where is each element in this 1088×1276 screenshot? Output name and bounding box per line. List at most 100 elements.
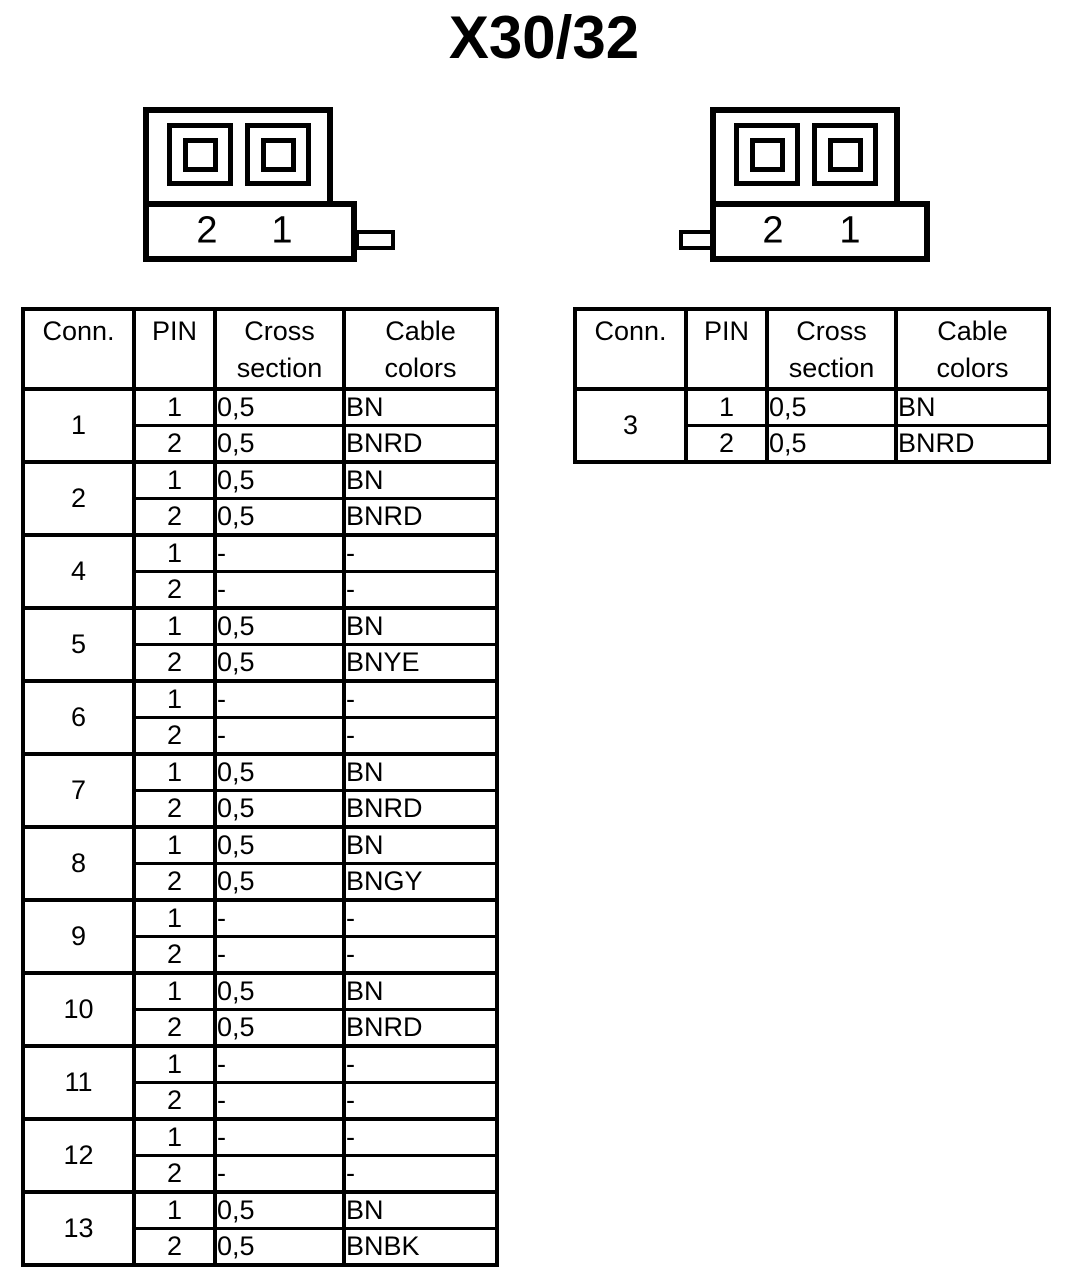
cross-section-cell: 0,5 (213, 862, 346, 902)
pin-number-cell: 1 (132, 606, 217, 646)
cross-section-cell: 0,5 (213, 789, 346, 829)
pin-number-cell: 1 (132, 752, 217, 792)
pin-number-cell: 1 (132, 1044, 217, 1084)
cross-section-cell: 0,5 (765, 387, 898, 427)
col-header-conn: Conn. (573, 307, 688, 391)
connector-housing (143, 107, 333, 207)
page-title: X30/32 (448, 4, 640, 71)
cross-section-cell: 0,5 (213, 460, 346, 500)
pin-number-label: 2 (196, 208, 218, 251)
pin-contact-icon (827, 137, 863, 172)
cable-color-cell: BNRD (342, 789, 499, 829)
pin-row: 2-- (23, 570, 499, 610)
pin-number-label: 1 (839, 208, 861, 251)
cross-section-cell: 0,5 (213, 497, 346, 537)
cross-section-cell: 0,5 (213, 1008, 346, 1048)
conn-number-cell: 6 (21, 679, 136, 756)
col-header-pin: PIN (132, 307, 217, 391)
pin-cavity-2-icon (167, 123, 233, 186)
cross-section-cell: - (213, 1081, 346, 1121)
conn-number-cell: 12 (21, 1117, 136, 1194)
cable-color-cell: - (342, 716, 499, 756)
cable-color-cell: - (342, 898, 499, 938)
cable-color-cell: - (342, 1117, 499, 1157)
table-header-row: Conn. PIN Cross section Cable colors (21, 307, 499, 391)
cable-color-cell: BNBK (342, 1227, 499, 1267)
pin-contact-icon (749, 137, 785, 172)
pin-number-cell: 2 (132, 862, 217, 902)
cable-color-cell: BNYE (342, 643, 499, 683)
conn-number-cell: 13 (21, 1190, 136, 1267)
cross-section-cell: 0,5 (213, 752, 346, 792)
cross-section-cell: 0,5 (213, 606, 346, 646)
cable-color-cell: BN (342, 387, 499, 427)
pin-contact-icon (182, 137, 218, 172)
cable-color-cell: - (342, 570, 499, 610)
conn-number-cell: 2 (21, 460, 136, 537)
col-header-pin: PIN (684, 307, 769, 391)
cable-color-cell: - (342, 679, 499, 719)
connector-diagram-right: 2 1 (679, 107, 979, 272)
cross-section-cell: 0,5 (213, 971, 346, 1011)
conn-number-cell: 7 (21, 752, 136, 829)
cable-color-cell: BN (342, 460, 499, 500)
pin-row: 2-- (23, 1154, 499, 1194)
pin-number-cell: 2 (132, 497, 217, 537)
cable-color-cell: BN (342, 1190, 499, 1230)
connector-tab (355, 230, 395, 250)
cross-section-cell: 0,5 (213, 424, 346, 464)
connector-base: 2 1 (143, 201, 357, 262)
cable-color-cell: - (342, 935, 499, 975)
pin-number-cell: 2 (132, 643, 217, 683)
cross-section-cell: - (213, 1117, 346, 1157)
pin-number-cell: 1 (132, 898, 217, 938)
conn-number-cell: 8 (21, 825, 136, 902)
pin-number-cell: 2 (132, 1081, 217, 1121)
pin-number-label: 1 (271, 208, 293, 251)
conn-number-cell: 3 (573, 387, 688, 464)
pin-cavity-2-icon (734, 123, 800, 186)
cable-color-cell: BNGY (342, 862, 499, 902)
cable-color-cell: - (342, 1154, 499, 1194)
connector-tab (679, 230, 714, 250)
cable-color-cell: BN (342, 825, 499, 865)
connector-base: 2 1 (710, 201, 930, 262)
pin-contact-icon (260, 137, 296, 172)
cross-section-cell: - (213, 533, 346, 573)
pin-number-cell: 2 (132, 935, 217, 975)
pin-number-cell: 2 (132, 716, 217, 756)
col-header-conn: Conn. (21, 307, 136, 391)
cable-color-cell: BN (894, 387, 1051, 427)
cable-color-cell: BN (342, 752, 499, 792)
cross-section-cell: - (213, 716, 346, 756)
cross-section-cell: 0,5 (213, 643, 346, 683)
table-header-row: Conn. PIN Cross section Cable colors (573, 307, 1051, 391)
cross-section-cell: 0,5 (213, 387, 346, 427)
conn-number-cell: 5 (21, 606, 136, 683)
cable-color-cell: BN (342, 971, 499, 1011)
pin-cavity-1-icon (812, 123, 878, 186)
pin-number-cell: 2 (132, 570, 217, 610)
col-header-cable-colors: Cable colors (342, 307, 499, 391)
pin-number-cell: 2 (132, 1154, 217, 1194)
col-header-cross-section: Cross section (765, 307, 898, 391)
cross-section-cell: 0,5 (213, 1190, 346, 1230)
conn-number-cell: 10 (21, 971, 136, 1048)
pin-number-cell: 1 (132, 387, 217, 427)
pin-number-cell: 1 (132, 1117, 217, 1157)
